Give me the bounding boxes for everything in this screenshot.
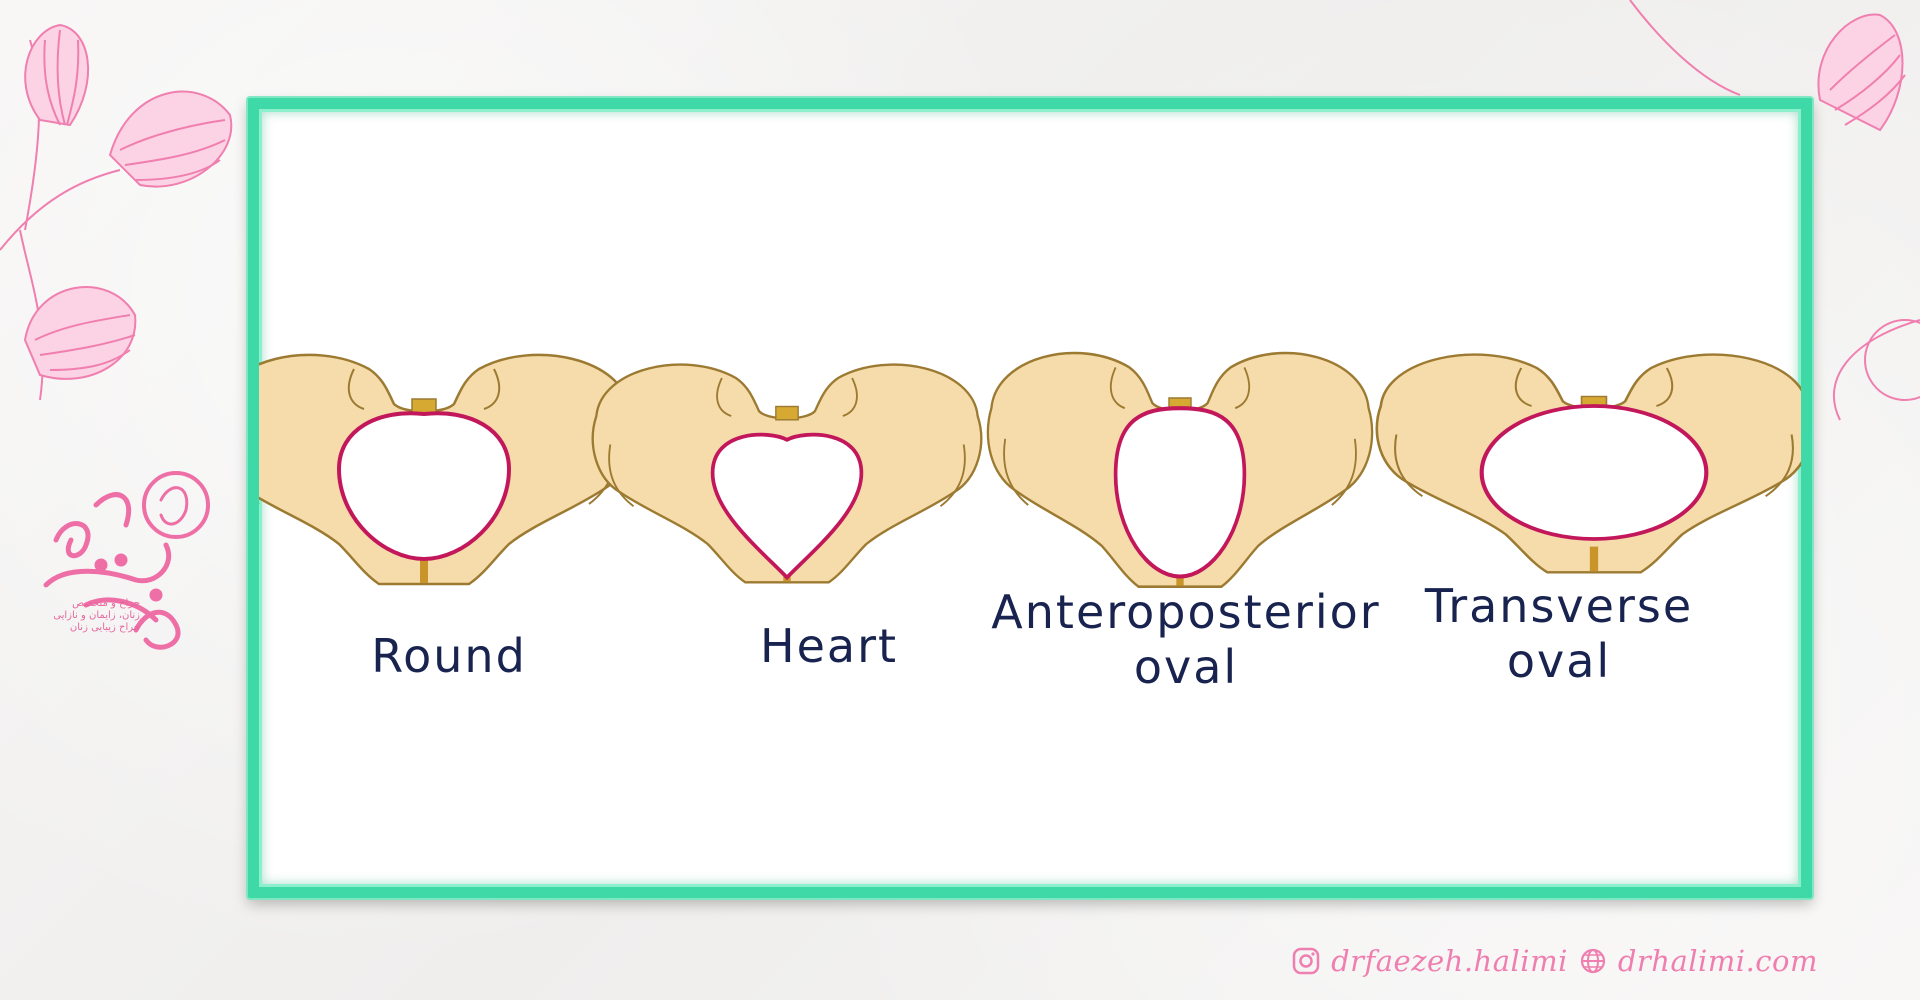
label-anteroposterior-line-1: Anteroposterior <box>991 585 1381 639</box>
diagram-frame: Round Heart Anteroposterior oval Transve… <box>248 98 1812 898</box>
label-transverse-line-1: Transverse <box>1424 579 1694 633</box>
instagram-handle[interactable]: drfaezeh.halimi <box>1331 944 1568 978</box>
pelvis-shapes-illustration <box>259 351 1801 588</box>
pelvis-round <box>259 353 635 586</box>
footer-credits: drfaezeh.halimi drhalimi.com <box>1291 944 1818 978</box>
globe-icon <box>1580 948 1605 974</box>
inlet-transverse <box>1479 404 1709 541</box>
pelvis-transverse <box>1375 353 1801 574</box>
label-transverse-line-2: oval <box>1506 634 1612 689</box>
instagram-icon <box>1292 947 1320 975</box>
label-heart-line-1: Heart <box>759 619 899 673</box>
label-transverse: Transverse oval <box>1379 579 1739 689</box>
logo-subtitle: جراح و متخصص زنان، زایمان و نازایی جراح … <box>30 598 140 634</box>
flower-top-left-3 <box>23 286 137 380</box>
label-round: Round <box>319 629 579 684</box>
logo-subtitle-line-1: جراح و متخصص <box>72 598 140 609</box>
pelvis-heart <box>591 363 983 584</box>
inlet-anteroposterior <box>1113 406 1247 579</box>
website-link[interactable]: drhalimi.com <box>1617 944 1818 978</box>
logo-subtitle-line-2: زنان، زایمان و نازایی <box>53 610 140 621</box>
pelvis-anteroposterior <box>986 351 1374 588</box>
flower-top-right <box>1817 13 1906 132</box>
label-round-line-1: Round <box>371 629 527 683</box>
inlet-round <box>336 411 512 562</box>
inlet-heart <box>710 432 864 581</box>
flower-top-left-2 <box>108 90 233 188</box>
clinic-logo <box>43 471 210 650</box>
logo-subtitle-line-3: جراح زیبایی زنان <box>69 622 140 633</box>
label-heart: Heart <box>699 619 959 674</box>
label-anteroposterior-line-2: oval <box>1133 640 1239 695</box>
flower-top-left-1 <box>24 23 90 127</box>
label-anteroposterior: Anteroposterior oval <box>951 585 1421 695</box>
